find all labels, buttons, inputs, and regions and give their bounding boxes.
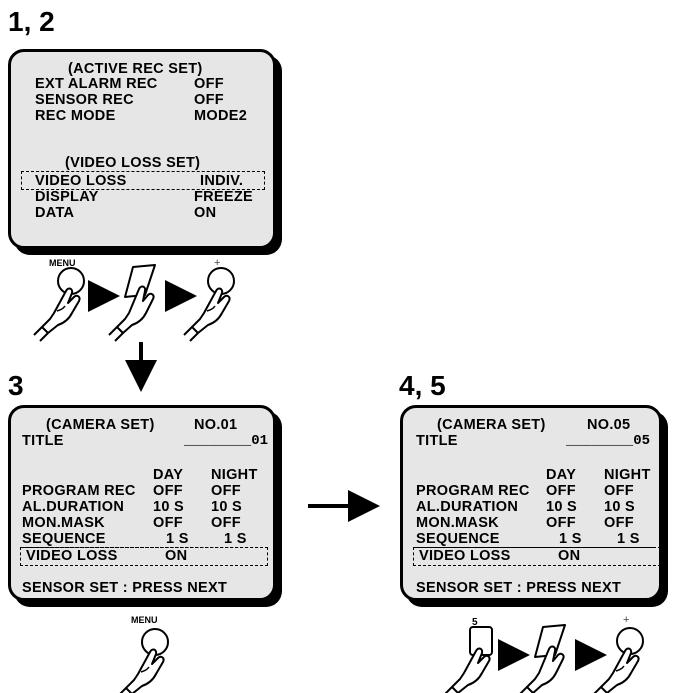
sequence-night: 1 S bbox=[224, 531, 247, 547]
mon-mask-night-05: OFF bbox=[604, 515, 634, 531]
data-label: DATA bbox=[35, 205, 75, 221]
al-duration-night: 10 S bbox=[211, 499, 243, 515]
video-loss-set-title: (VIDEO LOSS SET) bbox=[65, 155, 201, 171]
rec-mode-value: MODE2 bbox=[194, 108, 248, 124]
night-header-05: NIGHT bbox=[604, 467, 651, 483]
mon-mask-day: OFF bbox=[153, 515, 183, 531]
sequence-night-05: 1 S bbox=[617, 531, 640, 547]
plus-press-icon bbox=[592, 627, 644, 693]
button-5-press-icon bbox=[443, 626, 493, 693]
display-label: DISPLAY bbox=[35, 189, 99, 205]
camera-set-title-05: (CAMERA SET) bbox=[437, 417, 546, 433]
plus-press-icon bbox=[183, 267, 235, 342]
video-loss-label: VIDEO LOSS bbox=[35, 173, 127, 189]
five-caption: 5 bbox=[472, 617, 478, 628]
plus-caption: + bbox=[214, 257, 221, 269]
menu-caption-3: MENU bbox=[131, 615, 158, 625]
program-rec-night-05: OFF bbox=[604, 483, 634, 499]
ext-alarm-rec-value: OFF bbox=[194, 76, 224, 92]
video-loss-highlight bbox=[21, 171, 265, 190]
al-duration-day: 10 S bbox=[153, 499, 185, 515]
jog-dial-icon bbox=[518, 624, 566, 693]
jog-dial-icon bbox=[108, 264, 156, 342]
al-duration-day-05: 10 S bbox=[546, 499, 578, 515]
camera-number-05: NO.05 bbox=[587, 417, 631, 433]
sequence-label-05: SEQUENCE bbox=[416, 531, 500, 547]
plus-caption-5: + bbox=[623, 614, 630, 626]
al-duration-night-05: 10 S bbox=[604, 499, 636, 515]
sensor-rec-value: OFF bbox=[194, 92, 224, 108]
data-value: ON bbox=[194, 205, 217, 221]
day-header: DAY bbox=[153, 467, 184, 483]
video-loss-label-01: VIDEO LOSS bbox=[26, 548, 118, 564]
video-loss-highlight-05 bbox=[413, 547, 661, 566]
step-label-3: 3 bbox=[8, 370, 24, 401]
day-header-05: DAY bbox=[546, 467, 577, 483]
menu-press-icon bbox=[117, 628, 169, 693]
rec-mode-label: REC MODE bbox=[35, 108, 116, 124]
camera-set-screen-05 bbox=[400, 405, 662, 601]
step-label-4-5: 4, 5 bbox=[399, 370, 446, 401]
title-value-05: ________05 bbox=[566, 433, 651, 449]
camera-set-title: (CAMERA SET) bbox=[46, 417, 155, 433]
video-loss-label-05: VIDEO LOSS bbox=[419, 548, 511, 564]
video-loss-value-01: ON bbox=[165, 548, 188, 564]
video-loss-value-05: ON bbox=[558, 548, 581, 564]
menu-caption: MENU bbox=[49, 258, 76, 268]
al-duration-label-05: AL.DURATION bbox=[416, 499, 519, 515]
sensor-set-footer-01: SENSOR SET : PRESS NEXT bbox=[22, 580, 228, 596]
sequence-day-05: 1 S bbox=[559, 531, 582, 547]
mon-mask-day-05: OFF bbox=[546, 515, 576, 531]
active-rec-set-screen bbox=[8, 49, 276, 249]
sequence-label: SEQUENCE bbox=[22, 531, 106, 547]
ext-alarm-rec-label: EXT ALARM REC bbox=[35, 76, 158, 92]
menu-press-icon bbox=[33, 267, 85, 342]
camera-set-screen-01 bbox=[8, 405, 276, 601]
sensor-rec-label: SENSOR REC bbox=[35, 92, 134, 108]
sensor-set-footer-05: SENSOR SET : PRESS NEXT bbox=[416, 580, 622, 596]
program-rec-label-05: PROGRAM REC bbox=[416, 483, 530, 499]
program-rec-day-05: OFF bbox=[546, 483, 576, 499]
video-loss-highlight-01 bbox=[20, 547, 268, 566]
video-loss-value: INDIV. bbox=[200, 173, 244, 189]
mon-mask-label: MON.MASK bbox=[22, 515, 105, 531]
sequence-day: 1 S bbox=[166, 531, 189, 547]
mon-mask-label-05: MON.MASK bbox=[416, 515, 499, 531]
program-rec-night: OFF bbox=[211, 483, 241, 499]
camera-number: NO.01 bbox=[194, 417, 238, 433]
program-rec-day: OFF bbox=[153, 483, 183, 499]
active-rec-set-title: (ACTIVE REC SET) bbox=[68, 61, 203, 77]
al-duration-label: AL.DURATION bbox=[22, 499, 125, 515]
title-value: ________01 bbox=[184, 433, 269, 449]
program-rec-label: PROGRAM REC bbox=[22, 483, 136, 499]
step-label-1-2: 1, 2 bbox=[8, 6, 55, 37]
title-label-05: TITLE bbox=[416, 433, 458, 449]
display-value: FREEZE bbox=[194, 189, 253, 205]
night-header: NIGHT bbox=[211, 467, 258, 483]
title-label: TITLE bbox=[22, 433, 64, 449]
mon-mask-night: OFF bbox=[211, 515, 241, 531]
